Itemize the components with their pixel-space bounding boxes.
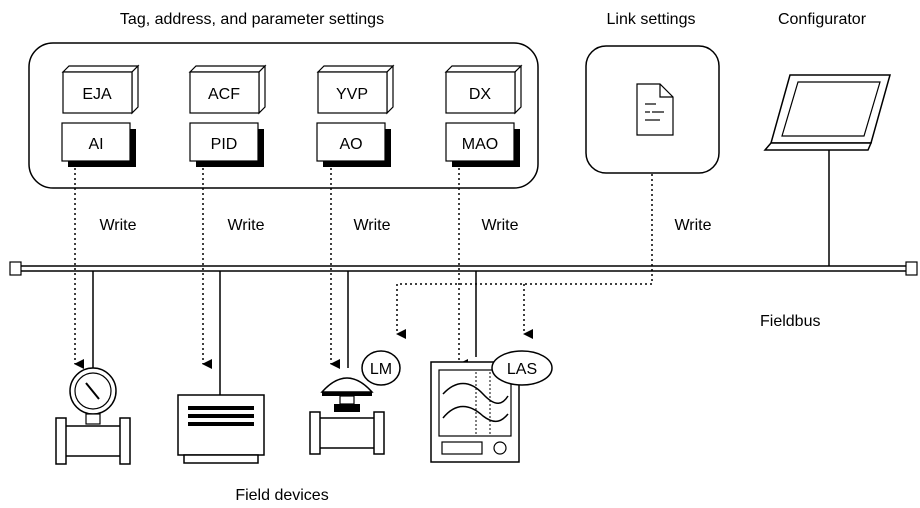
block-mao: MAO <box>445 122 520 167</box>
write-label: Write <box>674 217 711 234</box>
block-label: MAO <box>462 136 498 153</box>
configurator-title: Configurator <box>778 11 867 28</box>
write-label: Write <box>353 217 390 234</box>
block-pid: PID <box>189 122 264 167</box>
terminator-right <box>905 261 918 276</box>
link-settings-title: Link settings <box>607 11 696 28</box>
las-label: LAS <box>507 361 537 378</box>
block-ao: AO <box>316 122 391 167</box>
device-tag-label: ACF <box>208 86 240 103</box>
las-bubble: LAS <box>491 350 553 386</box>
link-write-arrow <box>396 174 653 339</box>
laptop-icon <box>763 74 891 266</box>
flowmeter-device-icon <box>55 367 131 465</box>
lm-label: LM <box>370 361 392 378</box>
device-tag-label: EJA <box>82 86 112 103</box>
device-tag-yvp: YVP <box>316 64 395 115</box>
controller-device-icon <box>177 394 265 464</box>
fieldbus-line <box>9 261 918 276</box>
device-tag-eja: EJA <box>61 64 140 115</box>
field-devices-label: Field devices <box>235 487 328 504</box>
device-tag-label: DX <box>469 86 492 103</box>
block-label: AI <box>88 136 103 153</box>
settings-panel <box>28 42 539 189</box>
block-ai: AI <box>61 122 136 167</box>
write-label: Write <box>481 217 518 234</box>
device-tag-acf: ACF <box>188 64 267 115</box>
device-tag-label: YVP <box>336 86 368 103</box>
write-label: Write <box>99 217 136 234</box>
fieldbus-label: Fieldbus <box>760 313 820 330</box>
settings-title: Tag, address, and parameter settings <box>120 11 384 28</box>
terminator-left <box>9 261 22 276</box>
document-icon <box>636 83 674 136</box>
write-label: Write <box>227 217 264 234</box>
valve-device-icon <box>309 377 385 455</box>
device-tag-dx: DX <box>444 64 523 115</box>
block-label: AO <box>339 136 362 153</box>
block-label: PID <box>211 136 238 153</box>
lm-bubble: LM <box>361 350 401 386</box>
